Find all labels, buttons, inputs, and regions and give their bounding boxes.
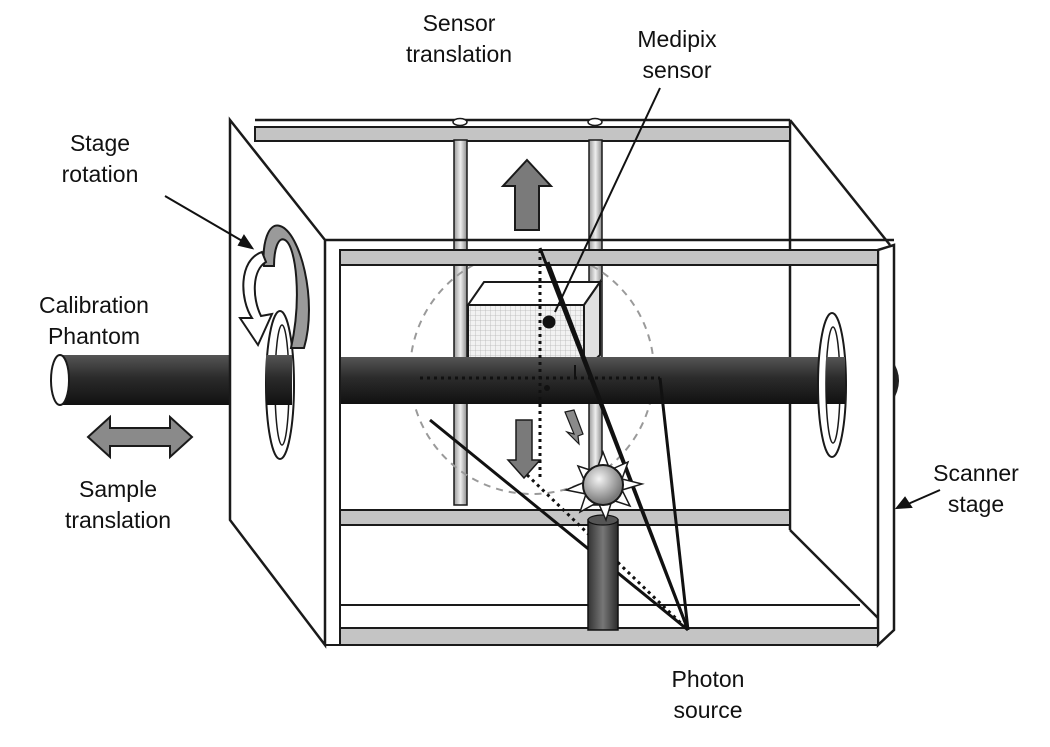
sample-translation-arrow-icon	[86, 414, 194, 460]
top-screw	[587, 117, 603, 127]
sensor-translation-label: Sensor translation	[384, 8, 534, 70]
photon-source-line-1: Photon	[671, 666, 745, 692]
photon-beams	[429, 247, 690, 632]
scanner-stage-line-1: Scanner	[933, 460, 1019, 486]
sample-translation-line-2: translation	[64, 507, 172, 533]
medipix-sensor-line-2: sensor	[642, 57, 712, 83]
calibration-phantom-line-1: Calibration	[39, 292, 149, 318]
sensor-center-dot	[542, 315, 556, 329]
right-side-panel	[876, 243, 896, 648]
medipix-sensor	[466, 278, 602, 373]
photon-source-icon	[563, 449, 645, 631]
dotted-beam-lines	[420, 250, 690, 632]
photon-source-line-2: source	[673, 697, 743, 723]
label-pointer-lines	[164, 87, 941, 510]
bottom-back-rail	[339, 509, 791, 526]
scanner-stage-line-2: stage	[947, 491, 1005, 517]
back-frame	[255, 118, 891, 631]
sensor-arrow-icon	[500, 158, 554, 231]
stage-rotation-line-2: rotation	[61, 161, 139, 187]
sensor-translation-line-1: Sensor	[422, 10, 496, 36]
photon-source-label: Photon source	[650, 664, 766, 726]
scanner-stage-label: Scanner stage	[914, 458, 1038, 520]
top-back-rail	[254, 126, 791, 142]
sample-translation-line-1: Sample	[79, 476, 157, 502]
sensor-down-arrow-icon	[506, 419, 542, 480]
rotation-arrow-icon	[238, 224, 310, 349]
calibration-phantom-rod	[50, 354, 899, 406]
source-motion-arrow-icon	[564, 409, 584, 446]
stage-rotation-label: Stage rotation	[40, 128, 160, 190]
top-screw	[452, 117, 468, 127]
medipix-sensor-label: Medipix sensor	[612, 24, 742, 86]
medipix-sensor-line-1: Medipix	[637, 26, 717, 52]
top-front-rail	[339, 249, 879, 266]
sensor-translation-line-2: translation	[405, 41, 513, 67]
stage-rotation-line-1: Stage	[69, 130, 131, 156]
calibration-phantom-label: Calibration Phantom	[6, 290, 182, 352]
sample-translation-label: Sample translation	[38, 474, 198, 536]
calibration-phantom-line-2: Phantom	[47, 323, 141, 349]
